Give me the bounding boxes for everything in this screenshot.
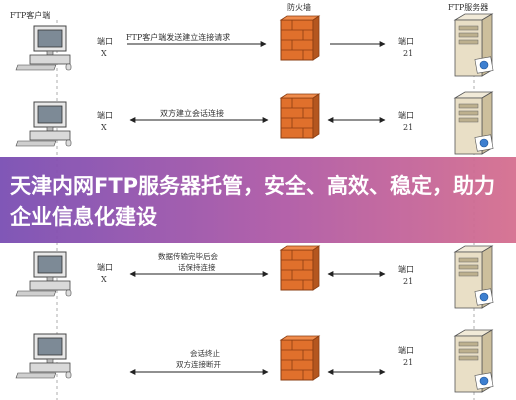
client-computer-icon bbox=[15, 251, 72, 297]
firewall-icon bbox=[280, 15, 320, 61]
client-computer-icon bbox=[15, 333, 72, 379]
row-2: 端口 X 双方建立会话连接 端口 21 bbox=[15, 91, 494, 155]
row-message: 双方建立会话连接 bbox=[160, 108, 224, 118]
client-port-label: 端口 bbox=[97, 110, 113, 120]
row-message: 会话终止 bbox=[190, 348, 220, 358]
server-port-number: 21 bbox=[403, 49, 413, 58]
client-port-label: 端口 bbox=[97, 262, 113, 272]
row-message-line-2: 双方连接断开 bbox=[176, 359, 221, 369]
server-icon bbox=[454, 91, 494, 155]
server-port-label: 端口 bbox=[398, 264, 414, 274]
server-port-number: 21 bbox=[403, 123, 413, 132]
server-port-number: 21 bbox=[403, 277, 413, 286]
firewall-icon bbox=[280, 93, 320, 139]
row-message: 数据传输完毕后会 bbox=[158, 251, 218, 261]
server-icon bbox=[454, 13, 494, 77]
row-1: 端口 X FTP客户端发送建立连接请求 端口 21 bbox=[15, 13, 494, 77]
firewall-icon bbox=[280, 335, 320, 381]
server-title: FTP服务器 bbox=[448, 2, 488, 12]
client-port-number: X bbox=[101, 49, 107, 58]
title-banner: 天津内网FTP服务器托管，安全、高效、稳定，助力企业信息化建设 bbox=[0, 157, 516, 243]
client-title: FTP客户端 bbox=[10, 10, 50, 20]
row-4: 会话终止 双方连接断开 端口 21 bbox=[15, 329, 494, 393]
server-port-number: 21 bbox=[403, 358, 413, 367]
client-computer-icon bbox=[15, 25, 72, 71]
server-port-label: 端口 bbox=[398, 110, 414, 120]
client-port-number: X bbox=[101, 275, 107, 284]
banner-title: 天津内网FTP服务器托管，安全、高效、稳定，助力企业信息化建设 bbox=[10, 174, 496, 229]
row-message: FTP客户端发送建立连接请求 bbox=[126, 32, 230, 42]
server-icon bbox=[454, 329, 494, 393]
row-3: 端口 X 数据传输完毕后会 话保持连接 端口 21 bbox=[15, 245, 494, 309]
server-port-label: 端口 bbox=[398, 345, 414, 355]
row-message-line-2: 话保持连接 bbox=[178, 262, 216, 272]
firewall-icon bbox=[280, 245, 320, 291]
client-computer-icon bbox=[15, 101, 72, 147]
server-icon bbox=[454, 245, 494, 309]
client-port-label: 端口 bbox=[97, 36, 113, 46]
client-port-number: X bbox=[101, 123, 107, 132]
firewall-title: 防火墙 bbox=[287, 2, 311, 12]
server-port-label: 端口 bbox=[398, 36, 414, 46]
